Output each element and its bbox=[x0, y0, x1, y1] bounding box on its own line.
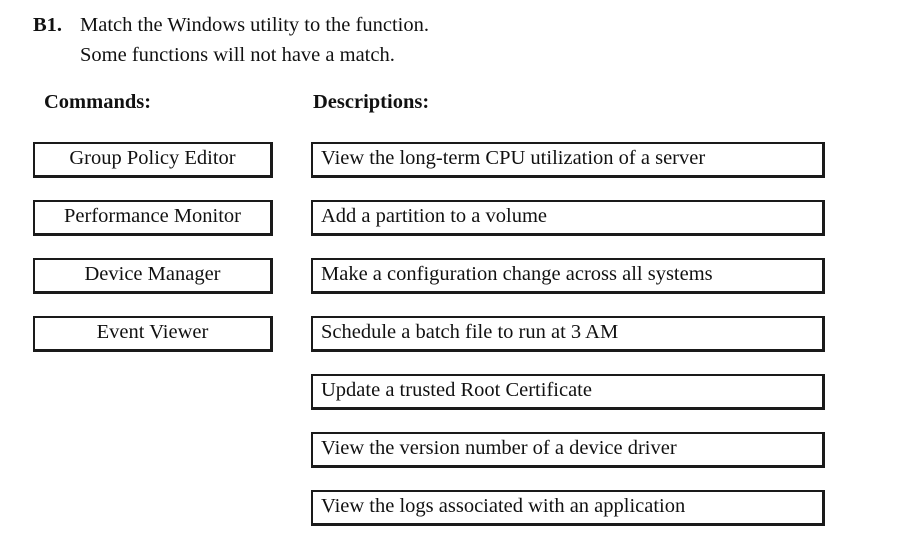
commands-column: Group Policy Editor Performance Monitor … bbox=[33, 142, 273, 352]
description-box[interactable]: Make a configuration change across all s… bbox=[311, 258, 825, 294]
description-label: Make a configuration change across all s… bbox=[321, 263, 713, 286]
description-label: View the version number of a device driv… bbox=[321, 437, 677, 460]
question-number: B1. bbox=[33, 14, 63, 36]
description-label: Schedule a batch file to run at 3 AM bbox=[321, 321, 619, 344]
question-prompt: B1. Match the Windows utility to the func… bbox=[33, 10, 863, 70]
command-label: Event Viewer bbox=[96, 321, 209, 344]
description-box[interactable]: View the long-term CPU utilization of a … bbox=[311, 142, 825, 178]
description-box[interactable]: Schedule a batch file to run at 3 AM bbox=[311, 316, 825, 352]
description-label: Add a partition to a volume bbox=[321, 205, 548, 228]
command-label: Group Policy Editor bbox=[69, 147, 236, 170]
command-box[interactable]: Group Policy Editor bbox=[33, 142, 273, 178]
question-text-line-2: Some functions will not have a match. bbox=[80, 44, 395, 66]
command-label: Device Manager bbox=[84, 263, 221, 286]
description-box[interactable]: View the version number of a device driv… bbox=[311, 432, 825, 468]
command-box[interactable]: Event Viewer bbox=[33, 316, 273, 352]
description-label: View the logs associated with an applica… bbox=[321, 495, 686, 518]
description-box[interactable]: Update a trusted Root Certificate bbox=[311, 374, 825, 410]
command-box[interactable]: Device Manager bbox=[33, 258, 273, 294]
command-box[interactable]: Performance Monitor bbox=[33, 200, 273, 236]
question-line-1: B1. Match the Windows utility to the func… bbox=[33, 10, 863, 40]
descriptions-column-heading: Descriptions: bbox=[313, 91, 430, 113]
question-line-2: Some functions will not have a match. bbox=[33, 40, 863, 70]
description-label: Update a trusted Root Certificate bbox=[321, 379, 592, 402]
description-label: View the long-term CPU utilization of a … bbox=[321, 147, 706, 170]
description-box[interactable]: Add a partition to a volume bbox=[311, 200, 825, 236]
commands-column-heading: Commands: bbox=[44, 91, 152, 113]
question-text-line-1: Match the Windows utility to the functio… bbox=[80, 14, 429, 36]
description-box[interactable]: View the logs associated with an applica… bbox=[311, 490, 825, 526]
command-label: Performance Monitor bbox=[63, 205, 242, 228]
descriptions-column: View the long-term CPU utilization of a … bbox=[311, 142, 825, 526]
